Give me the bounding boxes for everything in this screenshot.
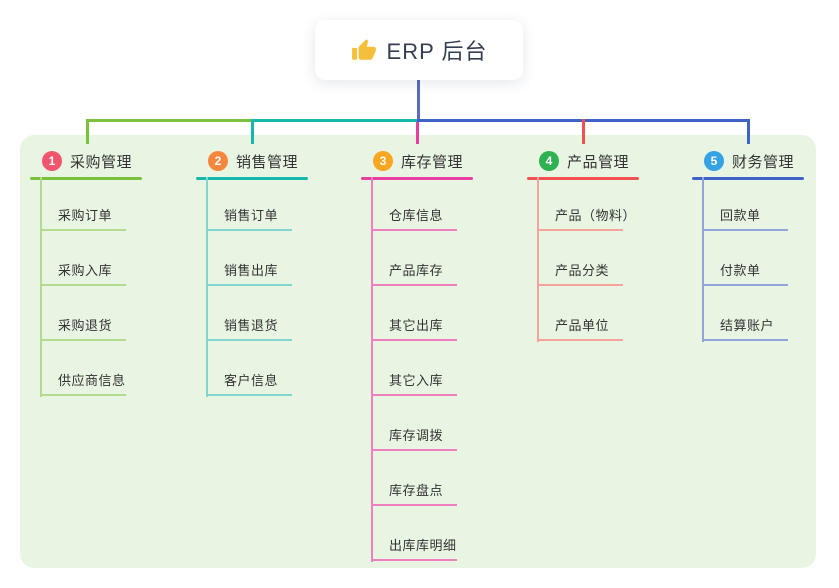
child-underline: [206, 229, 292, 231]
child-underline: [206, 394, 292, 396]
child-underline: [537, 284, 623, 286]
branch-purchase: 1 采购管理 采购订单 采购入库 采购退货 供应商信息: [30, 149, 170, 574]
connector-branch1-elbow: [86, 119, 89, 144]
child-underline: [371, 559, 457, 561]
root-node-label: ERP 后台: [386, 39, 488, 64]
badge-4: 4: [539, 151, 559, 171]
branch-underline: [361, 177, 473, 180]
child-underline: [702, 229, 788, 231]
branch-purchase-title[interactable]: 1 采购管理: [30, 149, 132, 173]
root-node[interactable]: ERP 后台: [315, 20, 523, 80]
branch-title-label: 库存管理: [401, 153, 464, 171]
branch-title-label: 财务管理: [732, 153, 795, 171]
branch-underline: [527, 177, 639, 180]
child-node[interactable]: 销售出库: [224, 263, 279, 278]
child-node[interactable]: 供应商信息: [58, 373, 126, 388]
connector-branch1-horizontal: [86, 119, 255, 122]
child-node[interactable]: 采购入库: [58, 263, 113, 278]
child-underline: [40, 229, 126, 231]
child-trunk-line: [371, 177, 373, 562]
child-node[interactable]: 库存调拨: [389, 428, 444, 443]
child-node[interactable]: 产品单位: [555, 318, 610, 333]
branch-sales-title[interactable]: 2 销售管理: [196, 149, 298, 173]
child-node[interactable]: 其它出库: [389, 318, 444, 333]
child-node[interactable]: 仓库信息: [389, 208, 444, 223]
branch-inventory-title[interactable]: 3 库存管理: [361, 149, 463, 173]
branches-panel: [20, 135, 816, 568]
child-underline: [537, 339, 623, 341]
branch-product: 4 产品管理 产品（物料） 产品分类 产品单位: [527, 149, 667, 574]
child-underline: [206, 284, 292, 286]
branch-underline: [30, 177, 142, 180]
badge-1: 1: [42, 151, 62, 171]
child-node[interactable]: 客户信息: [224, 373, 279, 388]
connector-branch5-elbow: [747, 119, 750, 144]
child-underline: [537, 229, 623, 231]
child-underline: [40, 339, 126, 341]
branch-sales: 2 销售管理 销售订单 销售出库 销售退货 客户信息: [196, 149, 336, 574]
child-node[interactable]: 销售退货: [224, 318, 279, 333]
badge-3: 3: [373, 151, 393, 171]
child-underline: [371, 229, 457, 231]
child-trunk-line: [702, 177, 704, 342]
child-underline: [702, 284, 788, 286]
branch-underline: [692, 177, 804, 180]
connector-branch2-elbow: [251, 119, 254, 144]
child-node[interactable]: 出库库明细: [389, 538, 457, 553]
child-underline: [371, 339, 457, 341]
child-node[interactable]: 库存盘点: [389, 483, 444, 498]
branch-title-label: 采购管理: [70, 153, 133, 171]
child-underline: [371, 449, 457, 451]
child-node[interactable]: 回款单: [720, 208, 761, 223]
branch-product-title[interactable]: 4 产品管理: [527, 149, 629, 173]
child-node[interactable]: 其它入库: [389, 373, 444, 388]
child-node[interactable]: 采购退货: [58, 318, 113, 333]
child-underline: [371, 394, 457, 396]
branch-title-label: 产品管理: [567, 153, 630, 171]
child-trunk-line: [40, 177, 42, 397]
badge-2: 2: [208, 151, 228, 171]
child-node[interactable]: 产品（物料）: [555, 208, 637, 223]
child-trunk-line: [206, 177, 208, 397]
branch-finance-title[interactable]: 5 财务管理: [692, 149, 794, 173]
connector-root-vertical: [417, 80, 420, 121]
child-underline: [40, 284, 126, 286]
connector-branch3-elbow: [416, 122, 419, 144]
child-underline: [206, 339, 292, 341]
child-underline: [40, 394, 126, 396]
badge-5: 5: [704, 151, 724, 171]
child-trunk-line: [537, 177, 539, 342]
branch-title-label: 销售管理: [236, 153, 299, 171]
child-node[interactable]: 付款单: [720, 263, 761, 278]
child-node[interactable]: 结算账户: [720, 318, 775, 333]
branch-underline: [196, 177, 308, 180]
branch-inventory: 3 库存管理 仓库信息 产品库存 其它出库 其它入库 库存调拨 库存盘点 出库库…: [361, 149, 501, 574]
thumbs-up-icon: [351, 37, 377, 63]
branch-finance: 5 财务管理 回款单 付款单 结算账户: [692, 149, 832, 574]
child-node[interactable]: 采购订单: [58, 208, 113, 223]
child-underline: [702, 339, 788, 341]
child-node[interactable]: 销售订单: [224, 208, 279, 223]
child-underline: [371, 284, 457, 286]
child-node[interactable]: 产品库存: [389, 263, 444, 278]
child-underline: [371, 504, 457, 506]
connector-branch4-elbow: [582, 119, 585, 144]
connector-branch2-horizontal: [251, 119, 419, 122]
child-node[interactable]: 产品分类: [555, 263, 610, 278]
